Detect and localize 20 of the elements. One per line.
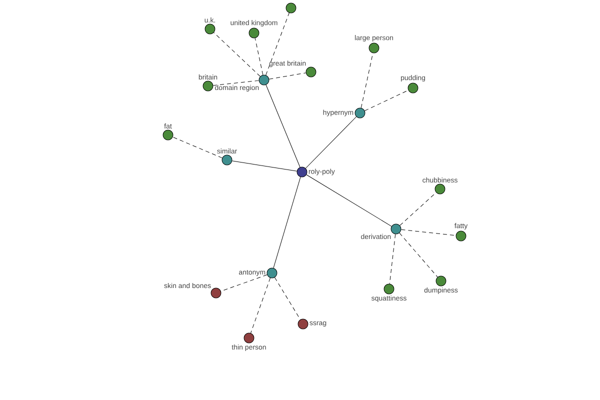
edge-line [400, 192, 436, 226]
edge-line [266, 12, 290, 76]
edge-line [389, 234, 396, 284]
edge-line [232, 160, 298, 172]
edge-line [274, 277, 301, 320]
edge-line [305, 116, 357, 168]
edge-line [399, 232, 438, 278]
edge-line [172, 136, 222, 158]
edge-line [268, 72, 306, 80]
edge-line [266, 84, 300, 168]
edge-line [360, 52, 374, 108]
edge-line [306, 174, 392, 227]
edge-line [254, 38, 264, 76]
graph-node [286, 2, 296, 14]
edge-line [364, 90, 408, 112]
edge-line [400, 229, 456, 236]
edge-line [212, 80, 260, 86]
edge-line [214, 32, 260, 77]
edge-line [250, 278, 270, 334]
edge-line [273, 176, 301, 268]
